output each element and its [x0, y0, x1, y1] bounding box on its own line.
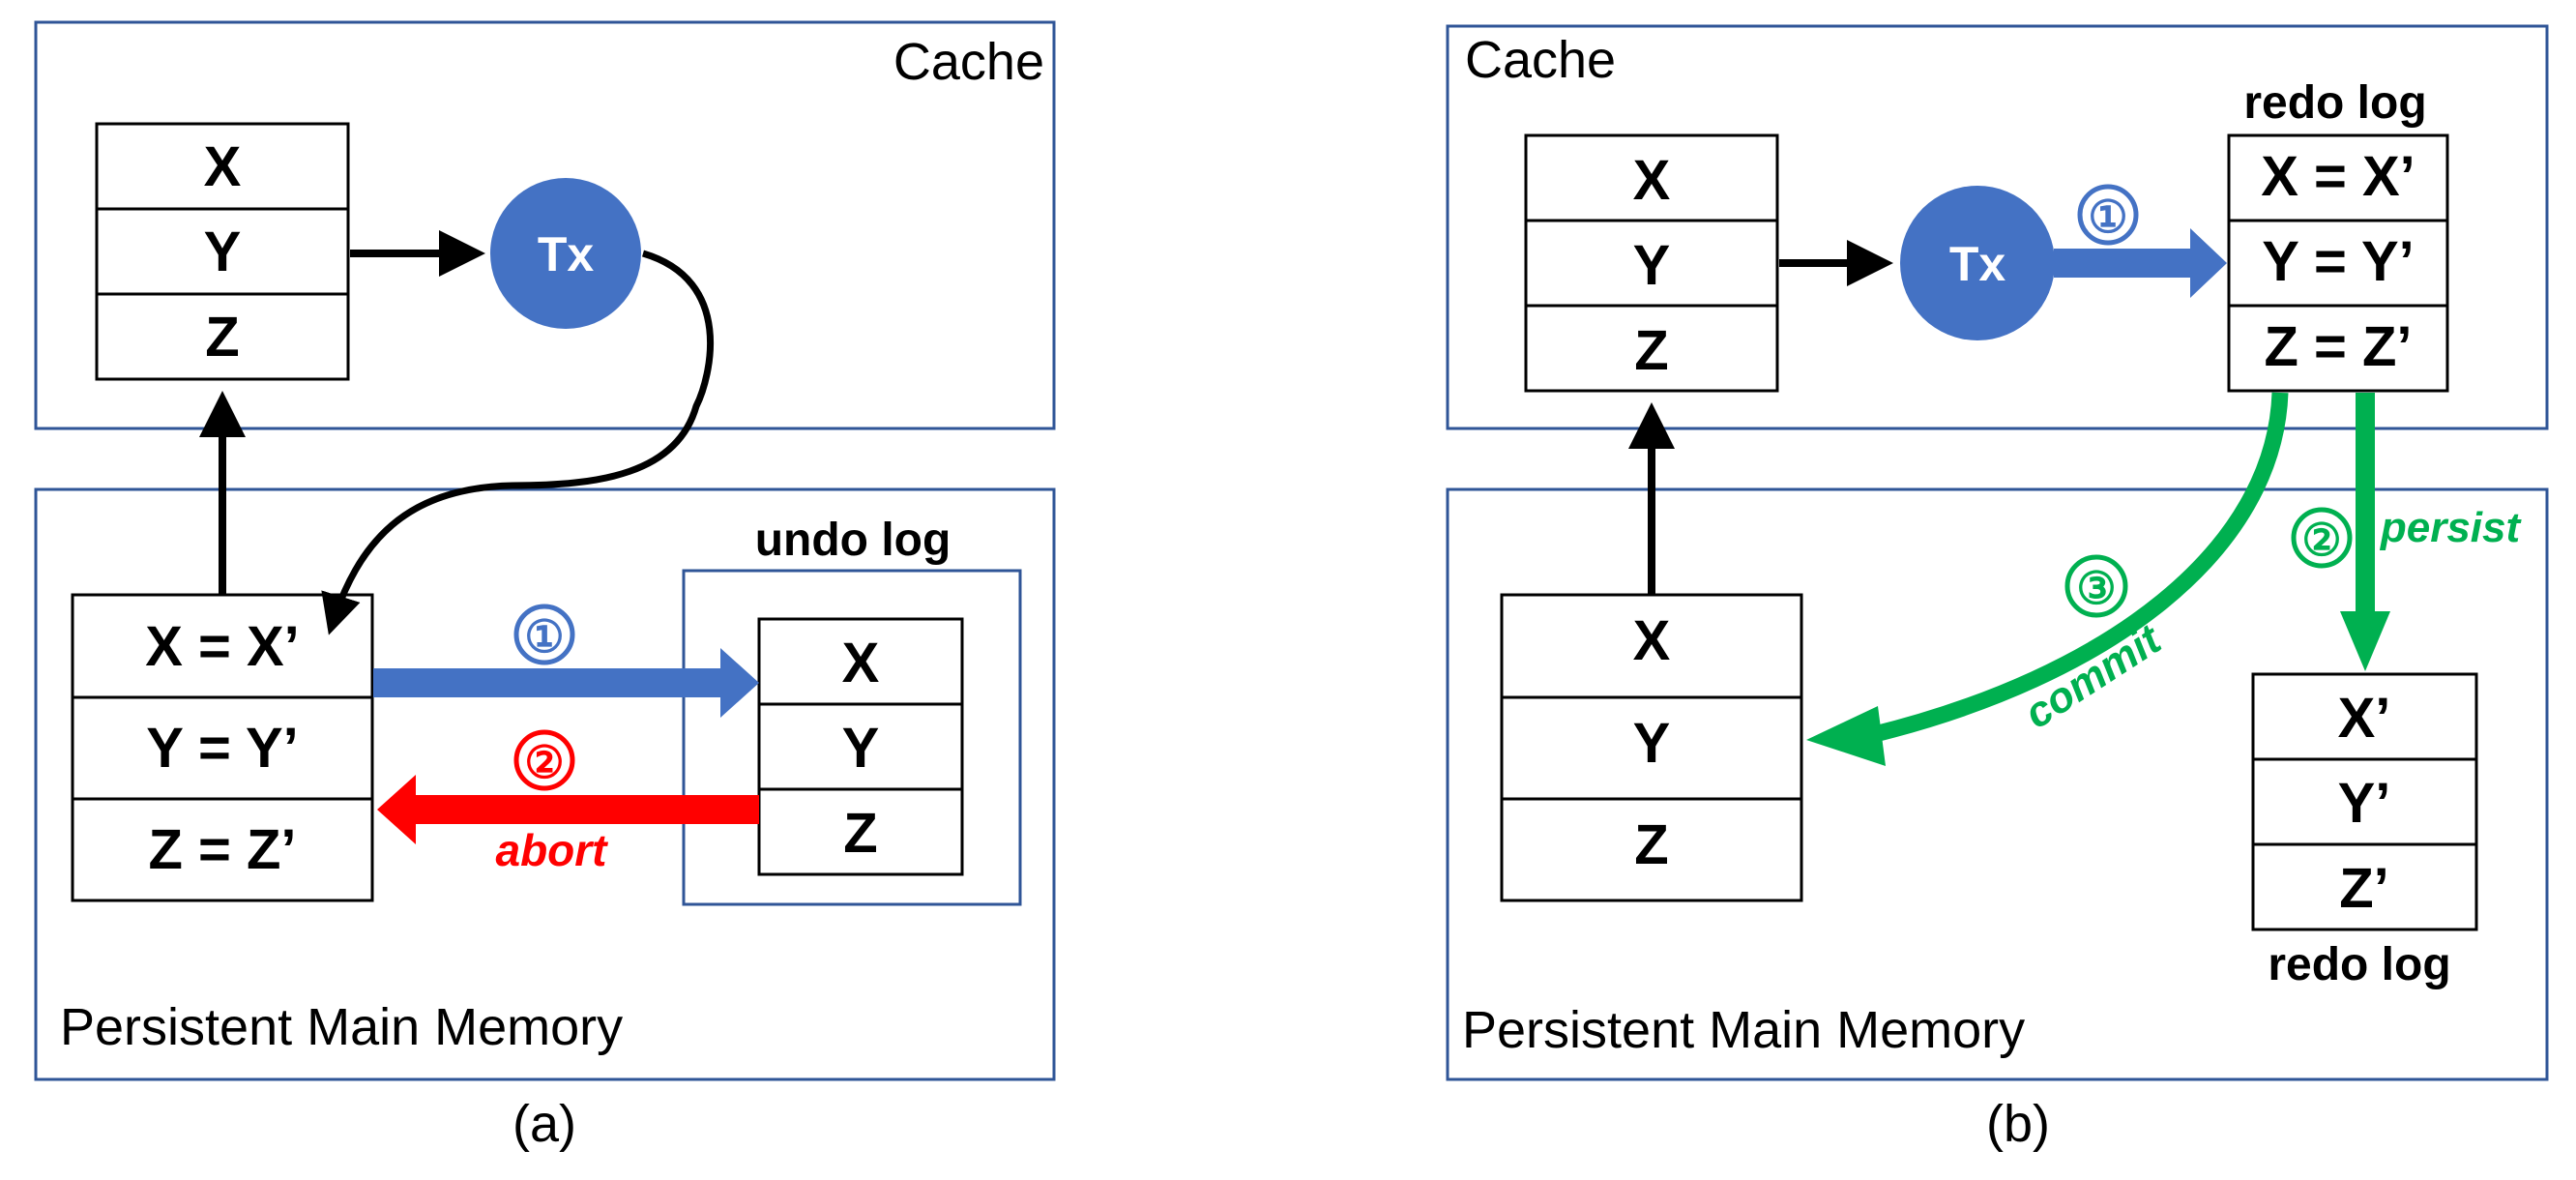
- cache-label-a: Cache: [893, 33, 1044, 91]
- memory-label-a: Persistent Main Memory: [60, 998, 623, 1056]
- cache-table-b: X Y Z: [1524, 133, 1779, 393]
- step1-badge-b: [2077, 184, 2139, 246]
- panel-b: Cache Persistent Main Memory X Y Z Tx re…: [1446, 24, 2549, 1153]
- memory-label-b: Persistent Main Memory: [1462, 1001, 2025, 1059]
- table-cell: X = X’: [145, 615, 300, 678]
- table-cell: Z: [205, 306, 239, 369]
- persist-label: persist: [2380, 504, 2523, 551]
- table-cell: Z: [1634, 813, 1668, 876]
- cache-frame-a: [34, 20, 1056, 430]
- memory-frame-a: [34, 487, 1056, 1081]
- redo-log-title-bottom: redo log: [2268, 939, 2450, 990]
- undo-log-frame: [682, 569, 1022, 906]
- memory-table-a: X = X’ Y = Y’ Z = Z’: [71, 593, 374, 902]
- table-cell: Z = Z’: [2264, 315, 2412, 378]
- arrow-step2-persist-head: [2340, 611, 2390, 671]
- arrow-tx-to-memory-a: [321, 250, 715, 635]
- abort-label: abort: [496, 825, 609, 875]
- cache-frame-b: [1446, 24, 2549, 430]
- step2-badge-a: [513, 729, 575, 791]
- cache-table-a: X Y Z: [95, 122, 350, 381]
- table-cell: Y: [842, 717, 880, 780]
- table-cell: Y’: [2338, 772, 2391, 835]
- step2-label-b: ②: [2301, 515, 2341, 565]
- undo-log-title: undo log: [755, 515, 951, 566]
- step3-label-b: ③: [2076, 563, 2116, 613]
- panel-a: Cache Persistent Main Memory X Y Z Tx X …: [34, 20, 1056, 1153]
- table-cell: X: [842, 632, 880, 694]
- caption-a: (a): [512, 1095, 576, 1153]
- tx-label-a: Tx: [538, 227, 595, 281]
- step2-label-a: ②: [524, 737, 564, 787]
- table-cell: X’: [2338, 687, 2391, 750]
- arrow-step2-persist-shaft: [2356, 393, 2375, 613]
- step2-badge-b: [2291, 507, 2353, 569]
- redo-log-title-top: redo log: [2243, 77, 2426, 129]
- table-cell: X: [1633, 149, 1671, 212]
- tx-circle-a: [490, 178, 641, 329]
- memory-table-b: X Y Z: [1500, 593, 1803, 902]
- table-cell: Z: [843, 802, 877, 865]
- table-cell: X: [204, 135, 242, 198]
- table-cell: X = X’: [2261, 145, 2415, 208]
- table-cell: Z = Z’: [148, 818, 296, 881]
- step1-label-b: ①: [2088, 192, 2127, 242]
- step1-badge-a: [513, 604, 575, 665]
- table-cell: Z’: [2339, 857, 2389, 920]
- arrow-step1-a: [373, 648, 759, 718]
- table-cell: Y: [204, 221, 242, 283]
- arrow-step1-b: [2054, 228, 2227, 298]
- table-cell: Y: [1633, 712, 1671, 775]
- tx-circle-b: [1900, 186, 2055, 340]
- step3-badge-b: [2064, 554, 2128, 618]
- caption-b: (b): [1986, 1095, 2050, 1153]
- memory-frame-b: [1446, 487, 2549, 1081]
- table-cell: Z: [1634, 319, 1668, 382]
- table-cell: Y = Y’: [146, 717, 299, 780]
- table-cell: Y: [1633, 234, 1671, 297]
- tx-label-b: Tx: [1949, 237, 2006, 291]
- table-cell: X: [1633, 609, 1671, 672]
- redo-log-table-cache: X = X’ Y = Y’ Z = Z’: [2227, 133, 2449, 393]
- cache-label-b: Cache: [1465, 31, 1616, 89]
- undo-log-table: X Y Z: [757, 617, 964, 876]
- step1-label-a: ①: [524, 611, 564, 662]
- table-cell: Y = Y’: [2262, 230, 2415, 293]
- arrow-step3-commit-head: [1806, 706, 1886, 766]
- arrow-step2-abort: [377, 775, 759, 844]
- arrow-step3-commit: [1868, 392, 2289, 744]
- redo-log-table-memory: X’ Y’ Z’: [2251, 672, 2478, 931]
